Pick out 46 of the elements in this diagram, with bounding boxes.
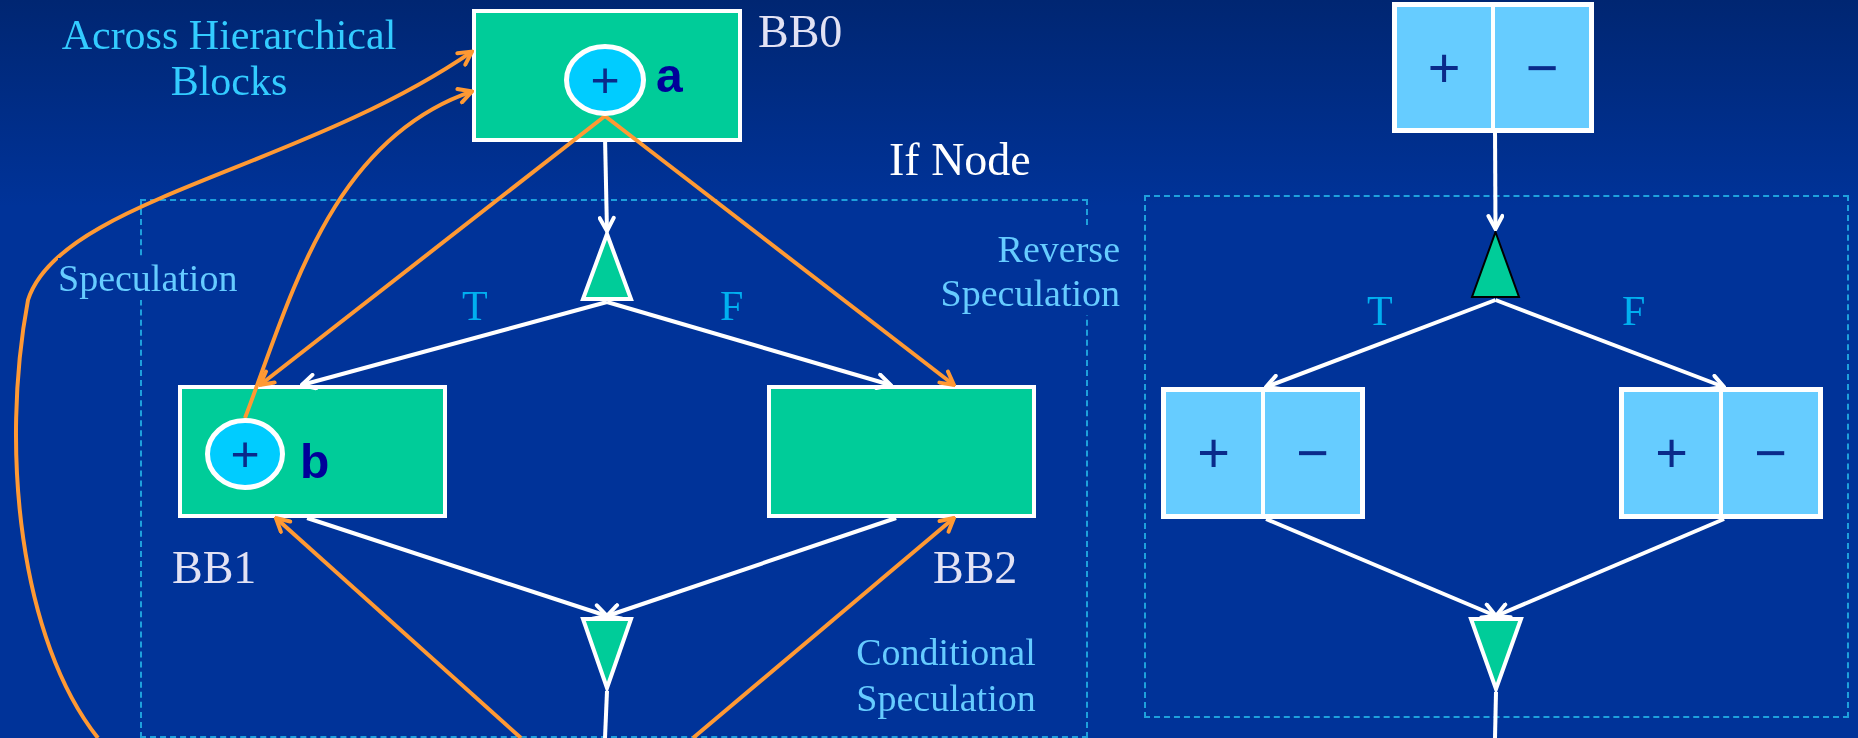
branch-triangle xyxy=(580,231,634,302)
arrow xyxy=(1494,517,1725,620)
arrow xyxy=(606,300,893,391)
arrow xyxy=(258,114,607,387)
annotation-text: Across Hierarchical Blocks xyxy=(60,12,398,105)
arrow xyxy=(603,114,956,387)
block-box xyxy=(767,385,1036,518)
arrow xyxy=(691,516,956,738)
arrow xyxy=(14,49,474,738)
operator-cell: − xyxy=(1265,392,1360,514)
annotation-text: Conditional Speculation xyxy=(855,630,1037,721)
block-box xyxy=(472,9,742,142)
arrow xyxy=(1265,517,1498,620)
operator-cell: − xyxy=(1723,392,1818,514)
arrow xyxy=(243,88,474,419)
annotation-text: Speculation xyxy=(58,258,238,300)
block-label: BB2 xyxy=(933,545,1018,591)
adder-circle: + xyxy=(564,44,646,116)
operator-cell: − xyxy=(1495,7,1589,128)
branch-triangle xyxy=(1469,229,1522,300)
merge-triangle xyxy=(580,616,634,691)
operator-cell: + xyxy=(1166,392,1261,514)
region-heading: If Node xyxy=(889,137,1031,183)
operator-cell: + xyxy=(1624,392,1719,514)
arrow xyxy=(597,141,616,233)
edge-label: T xyxy=(462,285,488,327)
connector-line xyxy=(1493,691,1498,738)
edge-label: F xyxy=(720,285,744,327)
arrow xyxy=(1486,133,1505,231)
arrow xyxy=(273,516,523,738)
split-box xyxy=(1619,387,1823,519)
variable-name: a xyxy=(656,52,683,100)
block-box xyxy=(178,385,447,518)
dashed-region xyxy=(1144,195,1849,718)
arrow xyxy=(299,300,608,391)
edge-label: F xyxy=(1622,290,1646,332)
connector-line xyxy=(603,690,609,738)
split-box xyxy=(1161,387,1365,519)
block-label: BB0 xyxy=(758,9,843,55)
adder-circle: + xyxy=(205,418,285,490)
block-label: BB1 xyxy=(172,545,257,591)
split-box xyxy=(1392,2,1594,133)
merge-triangle xyxy=(1468,616,1524,692)
operator-cell: + xyxy=(1397,7,1491,128)
edge-label: T xyxy=(1367,290,1393,332)
variable-name: b xyxy=(300,438,330,486)
